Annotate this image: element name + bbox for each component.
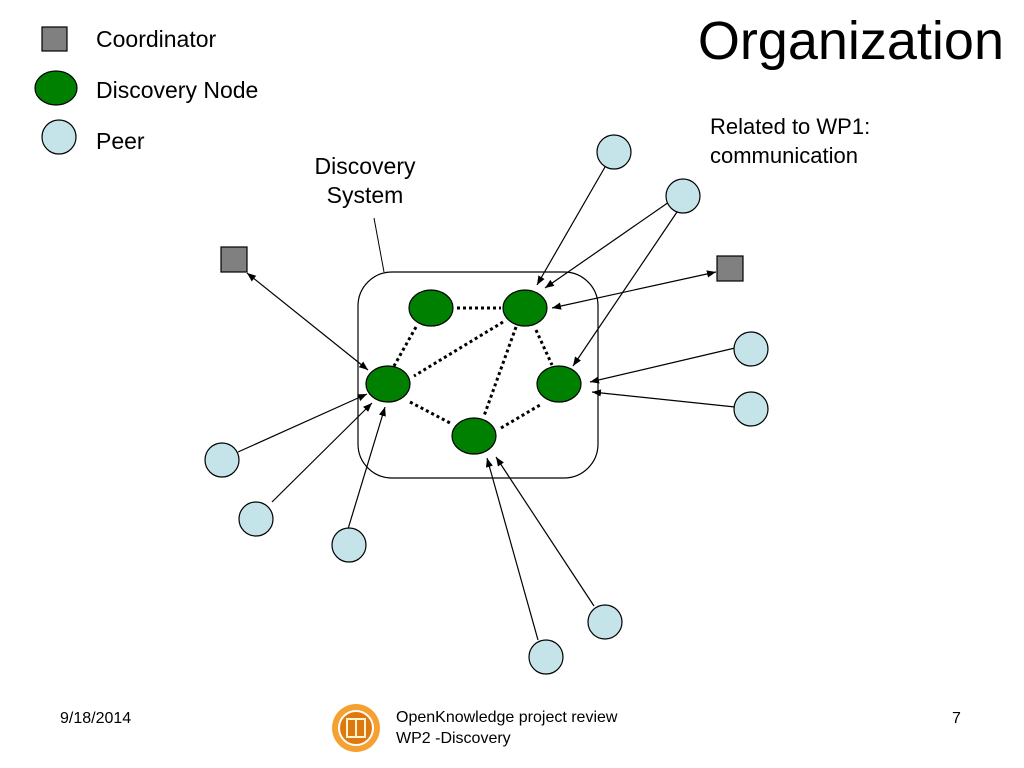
discovery-system-label-leader xyxy=(373,217,385,273)
footer-project: OpenKnowledge project review WP2 -Discov… xyxy=(396,707,617,749)
peer xyxy=(238,501,274,537)
arrow-peer-a-n2 xyxy=(536,166,606,286)
arrow-peer-i-n5 xyxy=(495,456,595,607)
arrow-peer-b-n2 xyxy=(544,201,670,289)
peer xyxy=(733,331,769,367)
link-n1-n3 xyxy=(392,326,418,367)
peer xyxy=(331,527,367,563)
footer-page-number: 7 xyxy=(952,710,961,727)
footer-date: 9/18/2014 xyxy=(60,710,132,727)
discovery-system-label-line2: System xyxy=(326,182,404,208)
legend-coordinator-icon xyxy=(41,26,68,52)
peer xyxy=(528,639,564,675)
peer xyxy=(665,178,701,214)
link-n2-n4 xyxy=(534,329,554,366)
arrow-peer-g-n3 xyxy=(347,406,386,530)
note: Related to WP1: communication xyxy=(710,112,870,170)
peer xyxy=(587,604,623,640)
legend-discovery-node-icon xyxy=(34,70,78,106)
discovery-system-label-line1: Discovery xyxy=(314,153,416,179)
note-line2: communication xyxy=(710,143,858,168)
arrow-peer-d-n4 xyxy=(591,389,736,408)
coordinator xyxy=(716,255,744,282)
node-links xyxy=(392,306,554,430)
discovery-node xyxy=(502,289,548,327)
slide-title: Organization xyxy=(697,11,1004,71)
discovery-node xyxy=(536,365,582,403)
peer xyxy=(596,134,632,170)
discovery-system-box xyxy=(357,271,599,479)
arrow-peer-b-n4 xyxy=(572,211,678,367)
link-n2-n5 xyxy=(482,326,518,417)
peers xyxy=(204,134,769,675)
legend-peer-icon xyxy=(41,119,77,155)
link-n3-n5 xyxy=(409,400,453,426)
note-line1: Related to WP1: xyxy=(710,114,871,139)
legend-discovery-node-label: Discovery Node xyxy=(96,77,259,103)
legend-peer-label: Peer xyxy=(96,128,145,154)
legend-coordinator-label: Coordinator xyxy=(96,26,217,52)
peer xyxy=(204,442,240,478)
link-n5-n4 xyxy=(500,403,541,430)
arrow-peer-f-n3 xyxy=(271,402,373,503)
discovery-nodes xyxy=(365,289,582,455)
arrow-peer-h-n5 xyxy=(485,457,539,641)
footer-project-line1: OpenKnowledge project review xyxy=(396,709,618,726)
openknowledge-logo xyxy=(332,704,380,752)
coordinators xyxy=(220,246,744,282)
arrow-peer-e-n3 xyxy=(237,393,368,453)
coordinator xyxy=(220,246,248,273)
discovery-node xyxy=(408,289,454,327)
arrow-peer-c-n4 xyxy=(589,347,736,384)
discovery-node xyxy=(451,417,497,455)
arrow-coord1-n3 xyxy=(246,272,369,371)
discovery-node xyxy=(365,365,411,403)
link-n2-n3 xyxy=(413,320,504,378)
footer-project-line2: WP2 -Discovery xyxy=(396,730,511,747)
discovery-system-label: Discovery System xyxy=(300,152,430,210)
arrow-coord2-n2 xyxy=(551,270,717,310)
arrows xyxy=(237,166,736,641)
peer xyxy=(733,391,769,427)
